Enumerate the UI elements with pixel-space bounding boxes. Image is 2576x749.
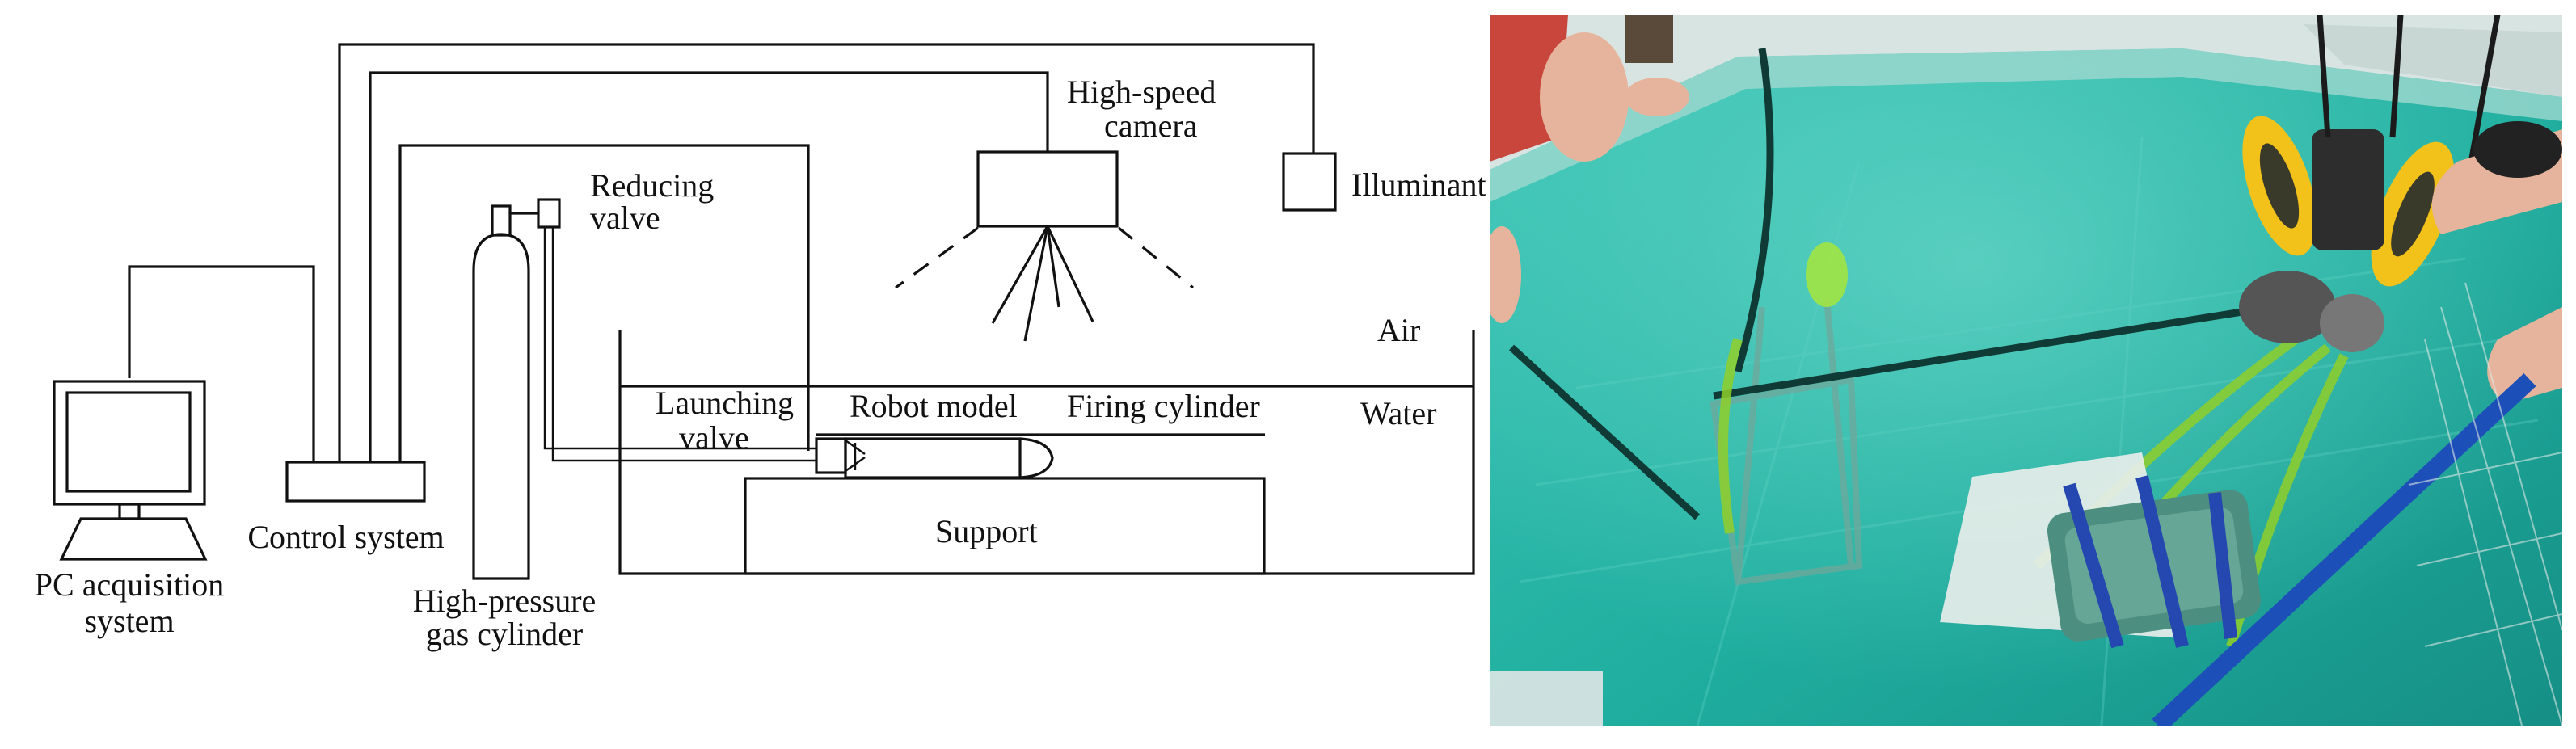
gas-cylinder-neck xyxy=(491,204,512,237)
keyboard xyxy=(59,517,208,561)
illuminant-box xyxy=(1282,152,1337,212)
gas-cylinder-label-line1: High-pressure xyxy=(413,583,597,619)
camera-body xyxy=(976,150,1119,228)
water-label: Water xyxy=(1360,395,1437,431)
camera-field-left xyxy=(895,226,979,289)
robot-assembly xyxy=(815,433,1265,479)
wiring xyxy=(128,43,1315,462)
pc-label-line2: system xyxy=(84,603,174,639)
support-label: Support xyxy=(935,513,1038,549)
control-system-label: Control system xyxy=(247,519,444,555)
robot-nose xyxy=(1019,437,1054,479)
control-to-illuminant-wire xyxy=(338,43,1315,462)
launching-valve-block xyxy=(815,437,847,474)
monitor-frame xyxy=(53,380,206,506)
gas-cylinder-label-line2: gas cylinder xyxy=(426,616,583,652)
pc-computer xyxy=(53,380,208,561)
robot-model-label: Robot model xyxy=(850,388,1018,424)
photo-people xyxy=(1490,15,2562,404)
schematic-diagram: PC acquisition system Control system Hig… xyxy=(35,43,1486,652)
control-to-launching-valve-wire xyxy=(398,144,810,462)
air-label: Air xyxy=(1377,312,1420,348)
photo-blue-straps xyxy=(2063,475,2237,649)
camera-view-ray xyxy=(991,225,1049,324)
reducing-valve-label-line2: valve xyxy=(590,200,660,236)
pool-deck xyxy=(1490,15,2562,170)
diagram-labels: PC acquisition system Control system Hig… xyxy=(35,74,1486,652)
control-system-box xyxy=(285,461,426,503)
experiment-photo xyxy=(1490,15,2562,726)
camera-view-ray xyxy=(1046,225,1060,308)
pc-to-control-wire xyxy=(128,265,315,462)
high-speed-camera xyxy=(895,150,1195,342)
reducing-valve xyxy=(537,198,561,229)
gas-pipe-outer xyxy=(551,227,816,462)
camera-label-line1: High-speed xyxy=(1067,74,1216,110)
camera-label-line2: camera xyxy=(1104,107,1198,144)
camera-view-ray xyxy=(1023,225,1049,342)
illuminant-label: Illuminant xyxy=(1351,166,1486,203)
launching-valve-label-line2: valve xyxy=(679,419,749,456)
photo-net xyxy=(2408,282,2562,726)
photo-blue-pole xyxy=(2152,372,2536,726)
launching-valve-label-line1: Launching xyxy=(656,385,794,421)
camera-field-right xyxy=(1117,226,1195,289)
photo-ropes xyxy=(1508,48,2248,520)
reducing-valve-label-line1: Reducing xyxy=(590,167,714,204)
photo-yellow-reels xyxy=(2239,116,2455,352)
monitor-screen xyxy=(65,391,192,493)
camera-view-ray xyxy=(1046,225,1094,322)
gas-cylinder-body xyxy=(472,233,530,580)
pc-label-line1: PC acquisition xyxy=(35,566,224,603)
monitor-stand xyxy=(118,503,141,520)
gas-pipe-inner xyxy=(543,227,816,450)
robot-body xyxy=(844,437,1022,479)
firing-cylinder-label: Firing cylinder xyxy=(1067,388,1260,424)
control-to-camera-wire xyxy=(369,71,1049,462)
gas-cylinder xyxy=(472,204,538,580)
